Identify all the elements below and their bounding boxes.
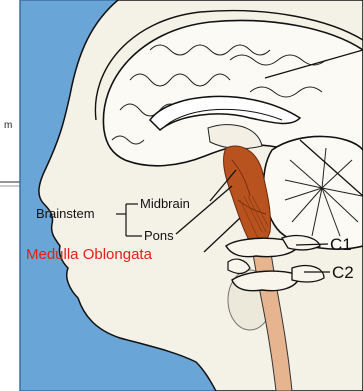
left-panel-fragment: m [4, 120, 12, 131]
midbrain-label: Midbrain [140, 196, 190, 211]
left-panel: m [0, 0, 20, 391]
pons-label: Pons [144, 228, 174, 243]
brainstem-label: Brainstem [36, 206, 95, 221]
c2-label: C2 [332, 263, 354, 282]
medulla-oblongata-label: Medulla Oblongata [26, 246, 153, 263]
c1-label: C1 [330, 235, 352, 254]
